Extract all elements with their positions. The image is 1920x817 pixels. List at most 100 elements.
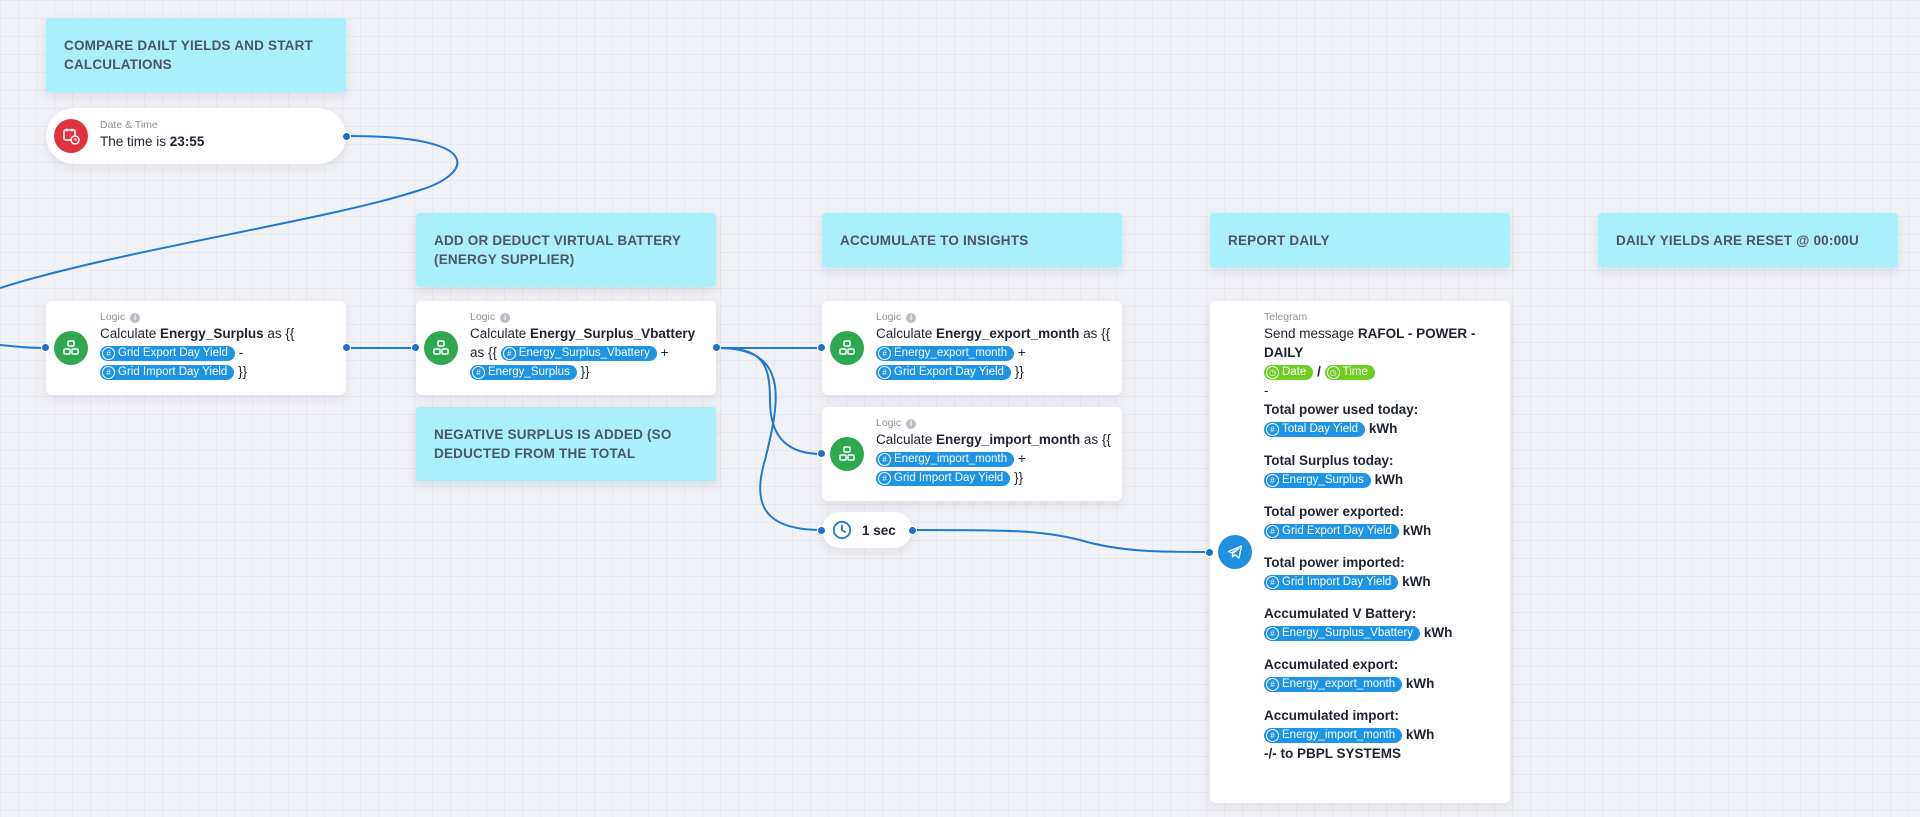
tag-label: Grid Export Day Yield [1282,524,1392,537]
tag-label: Grid Import Day Yield [1282,575,1392,588]
variable-tag[interactable]: #Energy_export_month [1264,676,1403,692]
hash-icon: # [1266,677,1279,691]
logic-icon [424,331,458,365]
close-braces: }} [238,364,248,379]
variable-tag[interactable]: #Grid Export Day Yield [100,345,235,361]
msg-label: Total power used today: [1264,402,1419,417]
note-reset[interactable]: DAILY YIELDS ARE RESET @ 00:00U [1598,213,1898,267]
wire-vbattery-to-delay [717,347,823,531]
variable-tag[interactable]: #Energy_Surplus_Vbattery [1264,625,1421,641]
as-word: as {{ [470,345,498,360]
tag-label: Grid Import Day Yield [894,471,1004,484]
msg-label: Accumulated V Battery: [1264,606,1417,621]
unit: kWh [1405,727,1435,742]
variable-tag[interactable]: #Energy_import_month [876,451,1015,467]
hash-icon: # [878,365,891,379]
output-port[interactable] [342,132,351,141]
hash-icon: # [472,365,485,379]
note-compare[interactable]: COMPARE DAILT YIELDS AND START CALCULATI… [46,18,346,92]
variable-tag[interactable]: #Grid Export Day Yield [1264,523,1399,539]
variable-tag[interactable]: #Grid Import Day Yield [100,364,235,380]
output-port[interactable] [908,526,917,535]
tag-label: Date [1282,365,1307,378]
info-icon[interactable]: i [906,312,917,323]
note-virtual-battery-text: ADD OR DEDUCT VIRTUAL BATTERY (ENERGY SU… [434,233,681,267]
unit: kWh [1423,625,1453,640]
close-braces: }} [580,364,590,379]
input-port[interactable] [1205,548,1214,557]
variable-tag[interactable]: #Energy_Surplus [470,364,577,380]
note-virtual-battery[interactable]: ADD OR DEDUCT VIRTUAL BATTERY (ENERGY SU… [416,213,716,287]
msg-label: Total power exported: [1264,504,1405,519]
info-icon[interactable]: i [500,312,511,323]
info-icon[interactable]: i [130,312,141,323]
input-port[interactable] [411,343,420,352]
trigger-datetime-node[interactable]: Date & Time The time is 23:55 [46,108,351,164]
msg-label: Total power imported: [1264,555,1405,570]
unit: kWh [1402,523,1432,538]
input-port[interactable] [817,449,826,458]
node-kind-label: Logic [100,311,126,323]
logic-icon [830,437,864,471]
output-port[interactable] [712,343,721,352]
message-title: RAFOL - POWER - DAILY [1264,326,1476,360]
operator: + [1017,451,1026,466]
note-reset-text: DAILY YIELDS ARE RESET @ 00:00U [1616,232,1859,248]
tag-label: Energy_export_month [1282,677,1396,690]
output-port[interactable] [342,343,351,352]
hash-icon: # [878,452,891,466]
input-port[interactable] [41,343,50,352]
hash-icon: # [502,346,516,360]
msg-label: Accumulated import: [1264,708,1400,723]
calc-word: Calculate [470,326,527,341]
tag-label: Total Day Yield [1282,422,1359,435]
variable-tag[interactable]: #Energy_import_month [1264,727,1403,743]
unit: kWh [1374,472,1404,487]
note-negative-text: NEGATIVE SURPLUS IS ADDED (SO DEDUCTED F… [434,427,672,461]
input-port[interactable] [817,526,826,535]
node-kind-label: Date & Time [100,119,158,131]
variable-tag[interactable]: #Grid Import Day Yield [1264,574,1399,590]
hash-icon: # [878,471,891,485]
variable-tag[interactable]: #Grid Import Day Yield [876,470,1011,486]
node-kind-label: Telegram [1264,311,1308,323]
as-word: as {{ [1083,432,1111,447]
note-negative-surplus[interactable]: NEGATIVE SURPLUS IS ADDED (SO DEDUCTED F… [416,407,716,481]
dash: - [1264,383,1269,398]
note-report[interactable]: REPORT DAILY [1210,213,1510,267]
logic-icon [830,331,864,365]
variable-name: Energy_Surplus_Vbattery [530,326,696,341]
calc-word: Calculate [876,326,933,341]
variable-tag[interactable]: #Energy_export_month [876,345,1015,361]
delay-node[interactable]: 1 sec [817,512,917,548]
note-compare-text: COMPARE DAILT YIELDS AND START CALCULATI… [64,38,313,72]
unit: kWh [1405,676,1435,691]
slash: / [1317,364,1321,379]
send-word: Send message [1264,326,1355,341]
variable-tag[interactable]: #Total Day Yield [1264,421,1366,437]
calc-word: Calculate [100,326,157,341]
note-accumulate[interactable]: ACCUMULATE TO INSIGHTS [822,213,1122,267]
variable-tag[interactable]: #Energy_Surplus [1264,472,1371,488]
clock-icon: ◷ [1266,365,1279,379]
info-icon[interactable]: i [906,418,917,429]
time-tag[interactable]: ◷Time [1324,364,1375,380]
calendar-clock-icon [54,119,88,153]
tag-label: Grid Import Day Yield [118,365,228,378]
calc-word: Calculate [876,432,933,447]
variable-tag[interactable]: #Grid Export Day Yield [876,364,1011,380]
date-tag[interactable]: ◷Date [1264,364,1314,380]
node-kind-label: Logic [876,311,902,323]
wire-in-surplus [0,344,45,349]
variable-tag[interactable]: #Energy_Surplus_Vbattery [500,345,657,361]
hash-icon: # [1266,575,1279,589]
delay-label: 1 sec [862,522,896,538]
input-port[interactable] [817,343,826,352]
as-word: as {{ [267,326,295,341]
hash-icon: # [1266,422,1279,436]
telegram-node[interactable]: Telegram Send message RAFOL - POWER - DA… [1205,301,1510,803]
